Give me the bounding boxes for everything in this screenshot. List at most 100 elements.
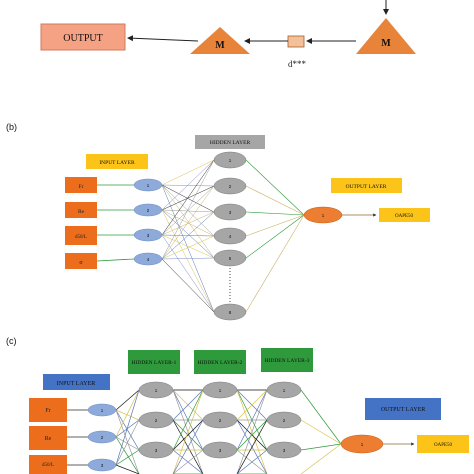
c-h1-h2-link (172, 389, 204, 474)
c-h1-h2-link (172, 389, 204, 451)
c-h2-h3-link (236, 389, 268, 451)
c-h2-h3-link (236, 419, 268, 474)
c-input-h1-link (115, 436, 140, 451)
m-label-left: M (215, 40, 225, 51)
c-h3-node-2-label: 2 (283, 418, 286, 423)
b-input-hidden-link (161, 159, 215, 211)
c-input-box-d50l (29, 455, 67, 474)
b-input-fr-label: Fr (79, 184, 84, 190)
c-h1-h2-link (172, 449, 204, 474)
b-input-hidden-link (161, 209, 215, 237)
m-triangle-left (190, 27, 250, 54)
b-input-hidden-link (161, 257, 215, 260)
m-triangle-right (356, 18, 416, 54)
b-hidden-node-1 (213, 151, 247, 169)
c-connections (67, 389, 342, 474)
b-input-hidden-link (161, 185, 215, 211)
c-h3-node-3-label: 3 (283, 448, 286, 453)
c-input-layer-label: INPUT LAYER (57, 381, 96, 387)
c-h1-node-1-label: 1 (155, 388, 158, 393)
c-h1-node-3-label: 3 (155, 448, 158, 453)
b-input-hidden-link (161, 185, 215, 236)
c-h1-node-1 (138, 381, 174, 399)
c-output-layer-box (365, 398, 441, 420)
c-input-re-label: Re (45, 436, 52, 442)
m-label-right: M (381, 38, 391, 49)
b-hidden-node-4 (213, 227, 247, 245)
b-input-hidden-link (161, 159, 215, 260)
b-input-hidden-link (161, 185, 215, 260)
b-input-hidden-link (161, 184, 215, 259)
b-hidden-node-3-label: 3 (229, 210, 232, 215)
b-hidden-node-1-label: 1 (229, 158, 232, 163)
c-hidden-2-label: HIDDEN LAYER-2 (198, 360, 243, 366)
b-input-box-sigma (65, 253, 97, 269)
c-h1-node-3 (138, 441, 174, 459)
b-hidden-layer-label: HIDDEN LAYER (210, 140, 251, 146)
b-input-node-1 (133, 178, 163, 192)
c-input-h1-link (115, 389, 140, 466)
top-panel: OUTPUT M M d*** (40, 0, 416, 69)
c-h3-node-2 (266, 411, 302, 429)
c-h2-node-1 (202, 381, 238, 399)
b-input-hidden-link (161, 211, 215, 236)
b-output-layer-box (331, 178, 402, 193)
b-hidden-node-4-label: 4 (229, 234, 232, 239)
panel-b: (b) INPUT LAYER HIDDEN LAYER OUTPUT LAYE… (6, 122, 430, 321)
output-label: OUTPUT (63, 33, 102, 44)
b-input-hidden-link (161, 184, 215, 187)
b-input-node-2-label: 2 (147, 208, 150, 213)
c-h3-output-link (300, 419, 342, 445)
c-h2-node-3 (202, 441, 238, 459)
c-h3-node-3 (266, 441, 302, 459)
c-hidden-1-label: HIDDEN LAYER-1 (132, 360, 177, 366)
c-hidden-1-box (128, 350, 180, 374)
b-input-hidden-link (161, 234, 215, 313)
b-input-hidden-link (161, 209, 215, 313)
b-input-node-3 (133, 228, 163, 242)
b-input-layer-box (86, 154, 148, 169)
c-h2-node-3-label: 3 (219, 448, 222, 453)
b-input-node-4 (133, 252, 163, 266)
c-input-h1-link (115, 419, 140, 466)
panel-c: (c) INPUT LAYER HIDDEN LAYER-1 HIDDEN LA… (6, 336, 469, 474)
c-h2-h3-link (236, 389, 268, 474)
b-hidden-output-link (245, 214, 305, 313)
c-h2-node-2-label: 2 (219, 418, 222, 423)
c-input-h1-link (115, 389, 140, 438)
b-hidden-output-link (245, 214, 305, 237)
b-input-hidden-link (161, 209, 215, 259)
c-hidden-3-label: HIDDEN LAYER-3 (265, 358, 310, 364)
b-hidden-node-2-label: 2 (229, 184, 232, 189)
b-input-hidden-link (161, 211, 215, 260)
c-h3-output-link (300, 443, 342, 451)
c-input-box-re (29, 426, 67, 450)
b-input-hidden-link (161, 159, 215, 236)
c-input-h1-link (115, 389, 140, 411)
c-input-node-1 (87, 403, 117, 417)
b-input-box-fr (65, 177, 97, 193)
b-hidden-output-link (245, 185, 305, 216)
delay-box (287, 35, 305, 48)
b-connections (96, 159, 305, 313)
c-h3-node-1-label: 1 (283, 388, 286, 393)
b-hidden-node-3 (213, 203, 247, 221)
b-input-sigma-label: σ (79, 260, 83, 266)
c-h1-h2-link (172, 419, 204, 451)
b-input-hidden-link (161, 235, 215, 260)
b-output-target-box (379, 208, 430, 222)
c-input-node-3 (87, 458, 117, 472)
c-input-layer-box (43, 374, 110, 390)
c-input-h1-link (115, 464, 140, 474)
c-h1-node-2-label: 2 (155, 418, 158, 423)
c-h2-h3-link (236, 449, 268, 474)
output-box (40, 23, 126, 51)
b-input-hidden-link (161, 184, 215, 213)
b-input-hidden-link (161, 258, 215, 313)
b-hidden-node-5-label: 5 (229, 256, 232, 261)
c-input-d50l-label: d50/L (42, 463, 54, 468)
c-input-h1-link (115, 409, 140, 451)
c-h2-node-2 (202, 411, 238, 429)
c-output-target-label: OAPE50 (434, 443, 453, 448)
